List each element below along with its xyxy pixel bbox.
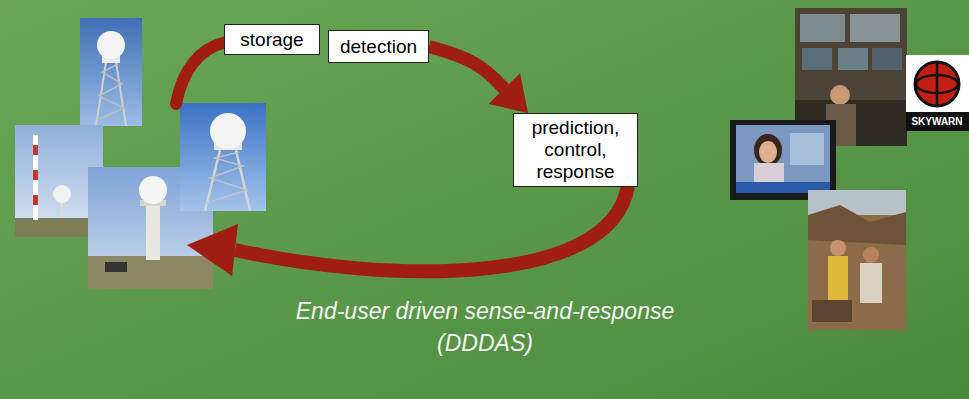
logo-eye-slit — [936, 63, 939, 105]
mast-band — [33, 145, 38, 155]
cycle-arrow — [176, 42, 226, 104]
mast — [33, 135, 38, 220]
process-box: prediction, control, response — [513, 113, 638, 187]
person-head — [830, 85, 850, 105]
radar-photo — [80, 18, 142, 126]
mast-band — [33, 195, 38, 205]
radar-dome — [97, 31, 125, 59]
logo-text: SKYWARN — [907, 113, 967, 130]
tower-lattice — [97, 64, 124, 120]
debris — [812, 300, 852, 322]
radar-dome — [53, 185, 71, 203]
presenter-face — [759, 141, 777, 163]
rescuer-head — [863, 247, 879, 263]
flow-arrow — [429, 47, 528, 114]
tv-graphic — [790, 133, 824, 165]
mast-band — [33, 170, 38, 180]
presenter-hair — [754, 134, 782, 166]
monitor — [850, 14, 900, 42]
monitor — [802, 48, 832, 70]
logo-bar — [906, 112, 969, 131]
logo-eye — [915, 62, 959, 106]
presenter-body — [754, 163, 784, 185]
rescuer-head — [830, 240, 846, 256]
logo-panel — [906, 55, 969, 131]
radar-photo — [180, 103, 266, 211]
cycle-arrow — [235, 186, 628, 271]
debris — [808, 205, 906, 245]
cycle-arrowhead — [187, 224, 238, 276]
monitor — [872, 48, 902, 70]
monitor — [800, 14, 845, 42]
rescuer-body — [828, 256, 848, 300]
radar-dome — [210, 113, 246, 149]
monitor — [838, 48, 868, 70]
tower-leg — [116, 62, 126, 126]
process-box: storage — [224, 24, 320, 55]
rescuer-body — [860, 263, 882, 303]
tower-lattice — [207, 152, 247, 203]
tv-photo — [730, 120, 836, 200]
caption-text: End-user driven sense-and-response (DDDA… — [270, 295, 700, 359]
radar-dome — [139, 176, 167, 204]
flow-arrow-line — [429, 47, 504, 89]
tower-body — [146, 205, 160, 260]
box-text: detection — [340, 36, 417, 58]
arrowhead — [489, 73, 528, 113]
tower-leg — [236, 150, 250, 211]
rescue-photo — [808, 190, 906, 330]
process-box: detection — [328, 30, 429, 63]
vehicle — [105, 262, 127, 272]
tv-screen — [736, 125, 830, 193]
box-text: prediction, control, response — [522, 117, 629, 183]
ground — [88, 256, 213, 289]
box-text: storage — [240, 29, 303, 51]
